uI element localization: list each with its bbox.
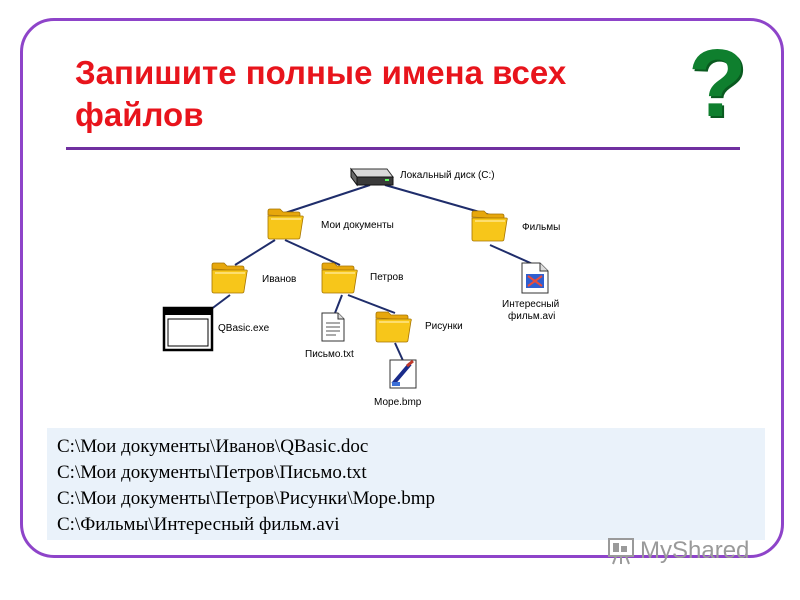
file-label-movie-line2: фильм.avi — [508, 310, 555, 322]
answer-path-qbasic: С:\Мои документы\Иванов\QBasic.doc — [57, 436, 369, 457]
presentation-board-icon — [608, 538, 634, 565]
folder-label-petrov: Петров — [370, 272, 403, 283]
myshared-watermark: MyShared — [606, 536, 749, 566]
file-tree-diagram: Локальный диск (C:) Мои документы Фильмы… — [162, 167, 560, 408]
paint-file-icon — [389, 359, 417, 389]
file-label-sea: Море.bmp — [374, 397, 422, 408]
file-label-movie-line1: Интересный — [502, 299, 559, 310]
folder-icon-films — [471, 210, 509, 242]
slide-title: Запишите полные имена всех файлов — [75, 54, 567, 133]
answer-path-letter: С:\Мои документы\Петров\Письмо.txt — [57, 462, 367, 483]
question-mark-icon: ? — [688, 30, 747, 137]
watermark-text: MyShared — [640, 537, 750, 564]
text-file-icon — [321, 312, 345, 342]
application-window-icon — [162, 306, 214, 352]
answer-path-movie: С:\Фильмы\Интересный фильм.avi — [57, 514, 340, 535]
folder-icon-my-documents — [267, 208, 305, 240]
folder-label-my-documents: Мои документы — [321, 220, 394, 231]
folder-label-pictures: Рисунки — [425, 321, 463, 332]
folder-label-ivanov: Иванов — [262, 274, 296, 285]
drive-label: Локальный диск (C:) — [400, 170, 495, 181]
answers-panel: С:\Мои документы\Иванов\QBasic.doc С:\Мо… — [47, 428, 765, 540]
folder-icon-petrov — [321, 262, 359, 294]
folder-icon-ivanov — [211, 262, 249, 294]
folder-icon-pictures — [375, 311, 413, 343]
video-file-icon — [521, 262, 549, 294]
hard-drive-icon — [350, 167, 394, 187]
file-label-qbasic: QBasic.exe — [218, 323, 270, 334]
tree-connectors — [209, 184, 536, 366]
folder-label-films: Фильмы — [522, 222, 560, 233]
title-divider — [66, 147, 740, 150]
file-label-letter: Письмо.txt — [305, 349, 354, 360]
answer-path-sea: С:\Мои документы\Петров\Рисунки\Море.bmp — [57, 488, 436, 509]
